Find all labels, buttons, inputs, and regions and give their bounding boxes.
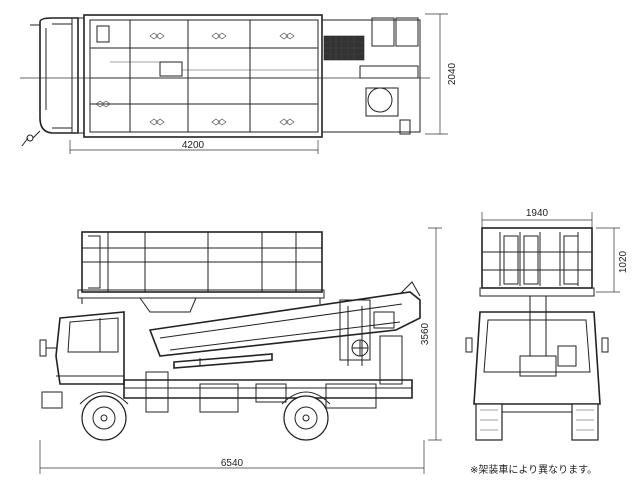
- basket-height-dim: 1020: [618, 250, 629, 273]
- plan-view: 4200 2040: [20, 13, 458, 154]
- overall-length-dim: 6540: [221, 458, 244, 469]
- footnote: ※架装車により異なります。: [470, 465, 598, 476]
- rear-width-dim: 1940: [526, 208, 549, 219]
- overall-height-dim: 3560: [420, 322, 431, 345]
- rear-view: 1940 1020: [465, 208, 629, 441]
- side-view: 3560 6540: [39, 227, 442, 474]
- plan-width-dim: 2040: [447, 62, 458, 85]
- plan-length-dim: 4200: [182, 140, 205, 151]
